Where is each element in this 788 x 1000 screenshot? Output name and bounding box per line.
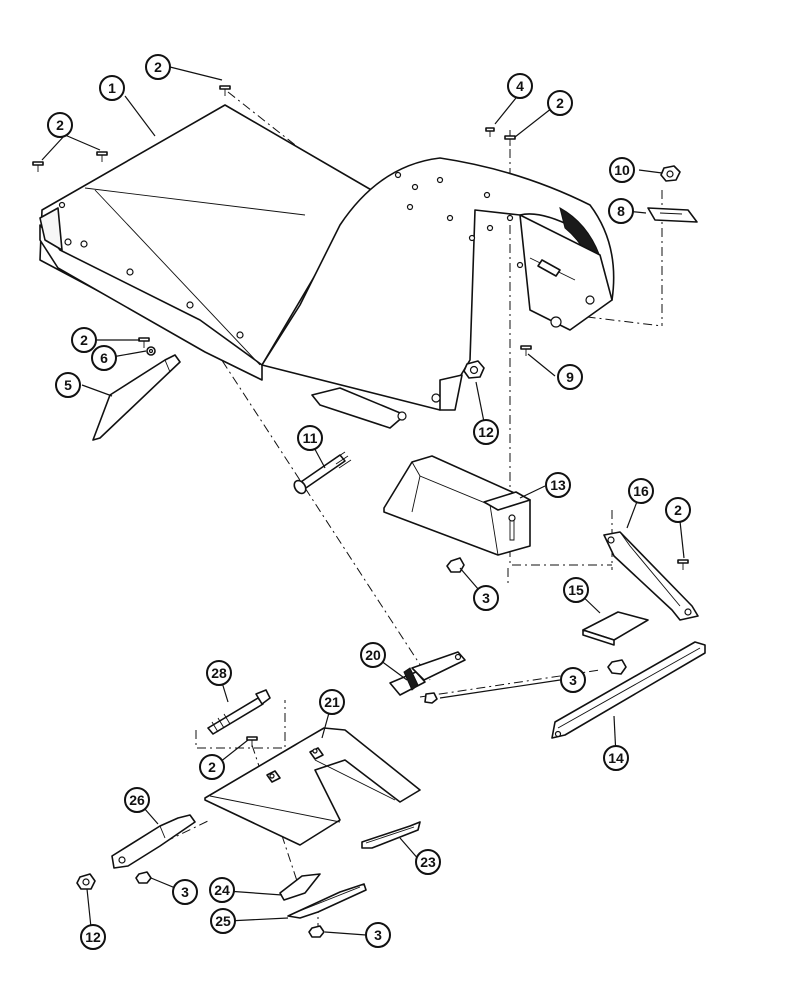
svg-text:2: 2 — [154, 59, 162, 75]
svg-text:11: 11 — [303, 430, 318, 446]
bolt-icon — [138, 337, 150, 348]
bolt-icon — [32, 161, 44, 172]
callout-15: 15 — [563, 577, 589, 603]
side-panel-5 — [92, 354, 181, 441]
bracket-26 — [111, 814, 196, 869]
svg-text:15: 15 — [568, 582, 584, 598]
callout-2: 2 — [47, 112, 73, 138]
bolt-icon — [219, 85, 231, 96]
svg-text:3: 3 — [569, 672, 577, 688]
svg-text:16: 16 — [633, 483, 649, 499]
svg-text:5: 5 — [64, 377, 72, 393]
bracket-16 — [603, 531, 699, 621]
svg-text:2: 2 — [556, 95, 564, 111]
nut-icon — [424, 692, 438, 704]
svg-text:21: 21 — [324, 694, 340, 710]
svg-text:4: 4 — [516, 78, 524, 94]
callout-23: 23 — [415, 849, 441, 875]
svg-text:12: 12 — [478, 424, 494, 440]
svg-text:12: 12 — [85, 929, 101, 945]
long-bolt-11 — [293, 451, 352, 495]
lock-washer-icon — [146, 346, 156, 356]
svg-text:2: 2 — [80, 332, 88, 348]
callout-11: 11 — [297, 425, 323, 451]
svg-text:2: 2 — [56, 117, 64, 133]
nut-icon — [308, 925, 325, 938]
bolts-top — [32, 85, 689, 747]
callout-3: 3 — [365, 922, 391, 948]
plate-25 — [287, 883, 367, 919]
plate-23 — [361, 821, 421, 849]
callout-20: 20 — [360, 642, 386, 668]
nut-icon — [135, 871, 152, 884]
callout-2: 2 — [71, 327, 97, 353]
bracket-13 — [383, 455, 531, 556]
nut-icon — [660, 165, 681, 182]
plate-15 — [582, 611, 649, 646]
svg-text:26: 26 — [129, 792, 145, 808]
callout-10: 10 — [609, 157, 635, 183]
bolt-icon — [677, 559, 689, 570]
bolt-icon — [485, 127, 495, 137]
callout-13: 13 — [545, 472, 571, 498]
plate-24 — [279, 873, 321, 901]
callout-1: 1 — [99, 75, 125, 101]
callout-2: 2 — [665, 497, 691, 523]
bolt-icon — [504, 135, 516, 146]
callout-24: 24 — [209, 877, 235, 903]
callout-26: 26 — [124, 787, 150, 813]
callout-2: 2 — [547, 90, 573, 116]
plate-21 — [204, 727, 421, 846]
callout-25: 25 — [210, 908, 236, 934]
callout-2: 2 — [199, 754, 225, 780]
svg-text:13: 13 — [550, 477, 566, 493]
svg-text:3: 3 — [181, 884, 189, 900]
svg-text:6: 6 — [100, 350, 108, 366]
callout-5: 5 — [55, 372, 81, 398]
plate-8 — [647, 207, 698, 223]
svg-text:8: 8 — [617, 203, 625, 219]
callout-3: 3 — [560, 667, 586, 693]
svg-text:23: 23 — [420, 854, 436, 870]
callout-4: 4 — [507, 73, 533, 99]
svg-text:25: 25 — [215, 913, 231, 929]
svg-text:3: 3 — [374, 927, 382, 943]
callout-3: 3 — [172, 879, 198, 905]
svg-text:24: 24 — [214, 882, 230, 898]
bolt-28 — [207, 689, 271, 735]
svg-text:9: 9 — [566, 369, 574, 385]
svg-text:28: 28 — [211, 665, 227, 681]
bolt-icon — [520, 345, 532, 356]
callout-28: 28 — [206, 660, 232, 686]
nut-icon — [76, 873, 96, 890]
svg-text:3: 3 — [482, 590, 490, 606]
bolt-icon — [246, 736, 258, 747]
bolt-icon — [96, 151, 108, 162]
callout-12: 12 — [473, 419, 499, 445]
callout-16: 16 — [628, 478, 654, 504]
callout-21: 21 — [319, 689, 345, 715]
angle-bar-14 — [551, 641, 706, 739]
svg-text:20: 20 — [365, 647, 381, 663]
svg-text:14: 14 — [608, 750, 624, 766]
pivot-arm-20 — [389, 651, 466, 696]
main-shield — [39, 104, 441, 381]
svg-text:2: 2 — [208, 759, 216, 775]
nuts — [76, 165, 681, 938]
shield-tunnel — [261, 157, 615, 429]
callout-9: 9 — [557, 364, 583, 390]
nut-icon — [607, 659, 627, 675]
svg-text:10: 10 — [614, 162, 630, 178]
callout-2: 2 — [145, 54, 171, 80]
svg-text:1: 1 — [108, 80, 116, 96]
callout-8: 8 — [608, 198, 634, 224]
nut-icon — [463, 360, 485, 379]
callout-14: 14 — [603, 745, 629, 771]
callout-6: 6 — [91, 345, 117, 371]
svg-text:2: 2 — [674, 502, 682, 518]
callout-3: 3 — [473, 585, 499, 611]
callout-12: 12 — [80, 924, 106, 950]
